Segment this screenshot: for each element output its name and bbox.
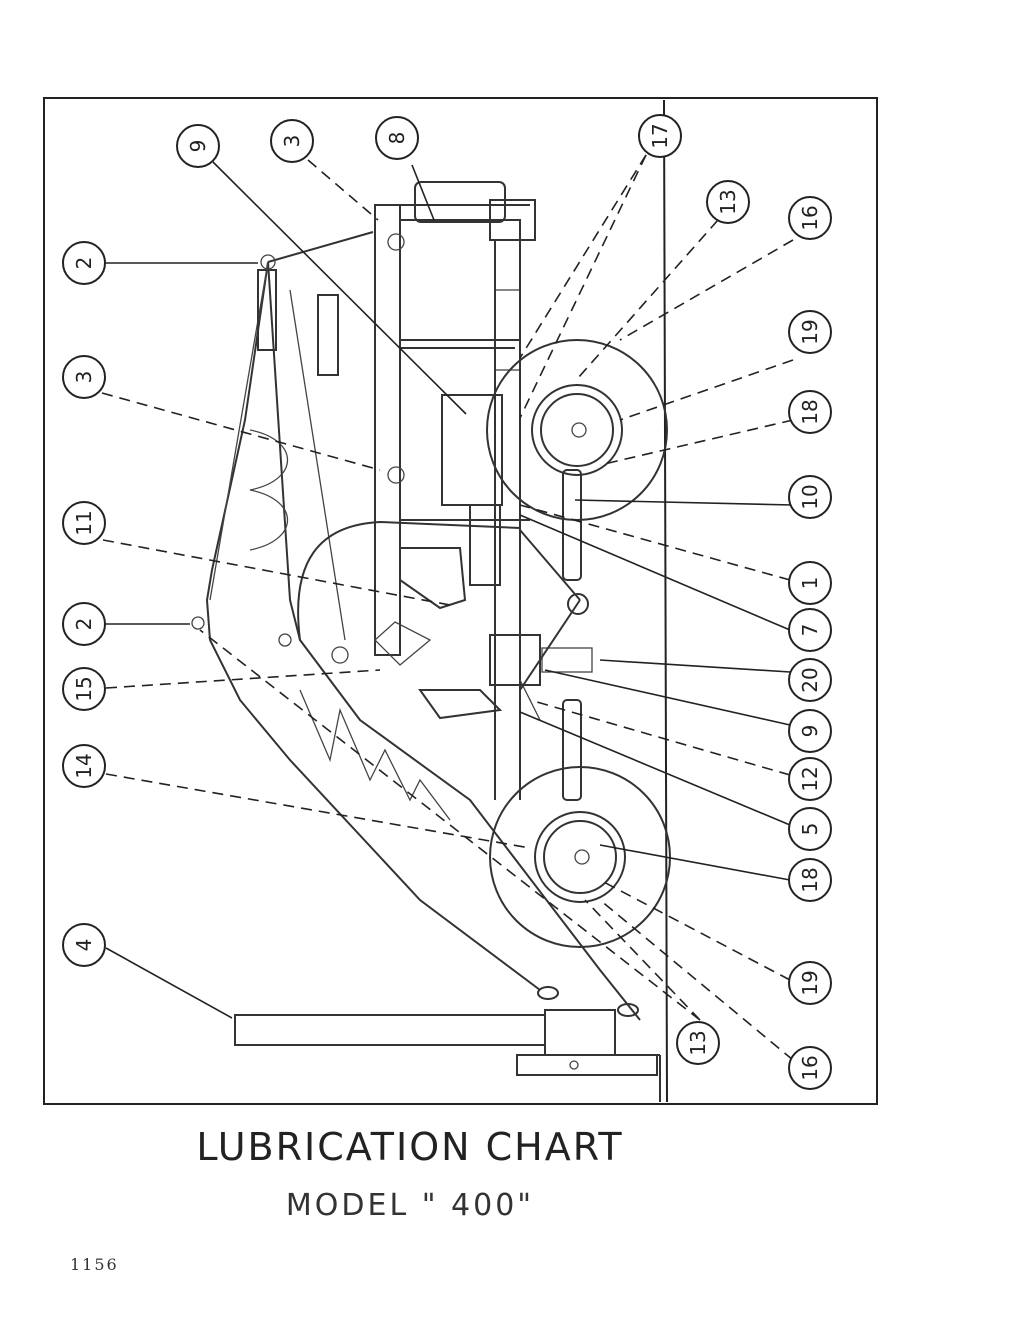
callout-1: 1: [788, 561, 832, 605]
callout-6: 9: [176, 124, 220, 168]
svg-text:8: 8: [385, 132, 409, 145]
svg-text:2: 2: [72, 257, 96, 270]
callout-19-bottom: 19: [788, 961, 832, 1005]
svg-text:9: 9: [186, 140, 210, 153]
callout-2-top: 2: [62, 241, 106, 285]
svg-text:20: 20: [798, 667, 822, 692]
svg-text:11: 11: [72, 510, 96, 535]
callout-20: 20: [788, 658, 832, 702]
callout-16-top: 16: [788, 196, 832, 240]
page-number: 1156: [70, 1255, 119, 1274]
diagram-frame: [43, 97, 878, 1105]
svg-text:4: 4: [72, 939, 96, 952]
callout-10: 10: [788, 475, 832, 519]
callout-13-bottom: 13: [676, 1021, 720, 1065]
callout-3-mid: 3: [62, 355, 106, 399]
callout-18-top: 18: [788, 390, 832, 434]
svg-text:18: 18: [798, 399, 822, 424]
callout-14: 14: [62, 744, 106, 788]
svg-text:18: 18: [798, 867, 822, 892]
callout-13-top: 13: [706, 180, 750, 224]
callout-9: 9: [788, 709, 832, 753]
svg-text:14: 14: [72, 753, 96, 778]
svg-text:13: 13: [716, 189, 740, 214]
svg-text:3: 3: [280, 135, 304, 148]
svg-text:1: 1: [798, 577, 822, 590]
svg-text:10: 10: [798, 484, 822, 509]
callout-4: 4: [62, 923, 106, 967]
svg-text:3: 3: [72, 371, 96, 384]
svg-text:12: 12: [798, 766, 822, 791]
lubrication-diagram: 9 3 8 17 13 16 2 19 3 18 10 11 1 2 7 20 …: [43, 97, 878, 1105]
svg-text:5: 5: [798, 823, 822, 836]
machine-drawing: [191, 181, 671, 1102]
svg-text:13: 13: [686, 1030, 710, 1055]
svg-text:2: 2: [72, 618, 96, 631]
svg-text:15: 15: [72, 676, 96, 701]
callout-2-mid: 2: [62, 602, 106, 646]
ground-line: [663, 99, 668, 1103]
svg-text:7: 7: [798, 624, 822, 637]
svg-text:17: 17: [648, 123, 672, 148]
svg-text:9: 9: [798, 725, 822, 738]
callout-19-top: 19: [788, 310, 832, 354]
svg-text:16: 16: [798, 205, 822, 230]
callout-8: 8: [375, 116, 419, 160]
callout-11: 11: [62, 501, 106, 545]
callout-15: 15: [62, 667, 106, 711]
callout-16-bottom: 16: [788, 1046, 832, 1090]
callout-7: 7: [788, 608, 832, 652]
callout-12: 12: [788, 757, 832, 801]
model-subtitle: MODEL " 400": [285, 1188, 535, 1223]
callout-17: 17: [638, 114, 682, 158]
leader-lines: [101, 154, 794, 1061]
svg-text:19: 19: [798, 319, 822, 344]
callout-5: 5: [788, 807, 832, 851]
callout-3-top: 3: [270, 119, 314, 163]
callout-18-bottom: 18: [788, 858, 832, 902]
svg-text:19: 19: [798, 970, 822, 995]
svg-text:16: 16: [798, 1055, 822, 1080]
chart-title: LUBRICATION CHART: [196, 1125, 624, 1169]
